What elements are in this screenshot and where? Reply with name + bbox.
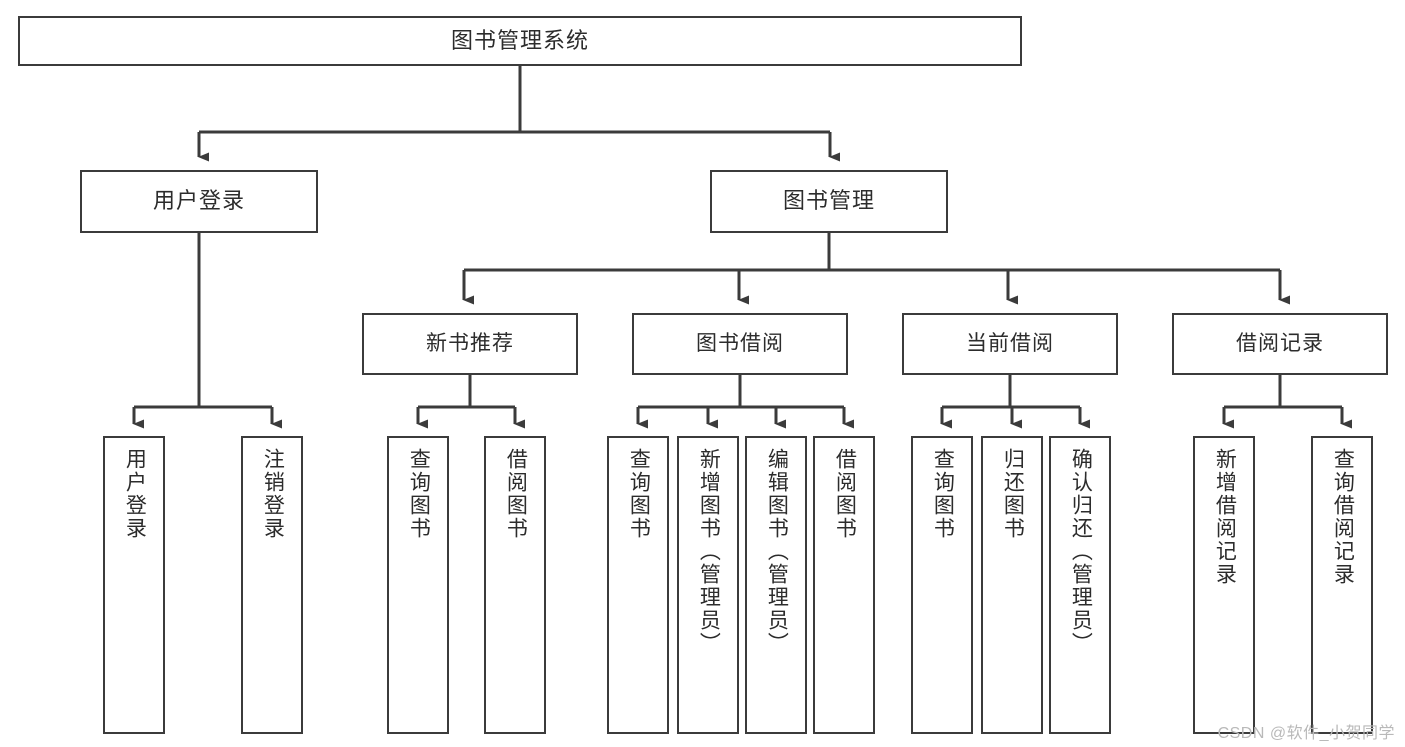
node-label: 借阅记录 — [1236, 331, 1324, 355]
node-label: 查询图书 — [931, 448, 955, 540]
leaf-borrow-book[interactable]: 借阅图书 — [813, 436, 875, 734]
node-label: 注销登录 — [261, 448, 285, 540]
node-book-management[interactable]: 图书管理 — [710, 170, 948, 233]
node-label: 用户登录 — [123, 448, 147, 540]
node-label: 图书管理 — [782, 188, 875, 214]
node-label: 借阅图书 — [833, 448, 857, 540]
node-book-borrow[interactable]: 图书借阅 — [632, 313, 848, 375]
node-label: 用户登录 — [152, 188, 245, 214]
leaf-add-borrow-record[interactable]: 新增借阅记录 — [1193, 436, 1255, 734]
node-label: 当前借阅 — [966, 331, 1054, 355]
node-label: 查询图书 — [407, 448, 431, 540]
node-label: 图书借阅 — [696, 331, 784, 355]
node-label: 归还图书 — [1001, 448, 1025, 540]
node-label: 新书推荐 — [426, 331, 514, 355]
leaf-borrow-book-newbook[interactable]: 借阅图书 — [484, 436, 546, 734]
node-label: 确认归还（管理员） — [1069, 448, 1093, 655]
node-label: 图书管理系统 — [450, 27, 589, 53]
node-label: 新增借阅记录 — [1213, 448, 1237, 586]
node-label: 查询图书 — [627, 448, 651, 540]
node-label: 查询借阅记录 — [1331, 448, 1355, 586]
node-label: 新增图书（管理员） — [697, 448, 721, 655]
node-current-borrow[interactable]: 当前借阅 — [902, 313, 1118, 375]
leaf-query-book-current[interactable]: 查询图书 — [911, 436, 973, 734]
leaf-return-book[interactable]: 归还图书 — [981, 436, 1043, 734]
leaf-user-login[interactable]: 用户登录 — [103, 436, 165, 734]
leaf-query-book-borrow[interactable]: 查询图书 — [607, 436, 669, 734]
node-root-system[interactable]: 图书管理系统 — [18, 16, 1022, 66]
leaf-query-borrow-record[interactable]: 查询借阅记录 — [1311, 436, 1373, 734]
leaf-add-book-admin[interactable]: 新增图书（管理员） — [677, 436, 739, 734]
node-new-book-recommend[interactable]: 新书推荐 — [362, 313, 578, 375]
node-borrow-records[interactable]: 借阅记录 — [1172, 313, 1388, 375]
leaf-logout[interactable]: 注销登录 — [241, 436, 303, 734]
node-user-login[interactable]: 用户登录 — [80, 170, 318, 233]
leaf-confirm-return-admin[interactable]: 确认归还（管理员） — [1049, 436, 1111, 734]
node-label: 借阅图书 — [504, 448, 528, 540]
leaf-query-book-newbook[interactable]: 查询图书 — [387, 436, 449, 734]
leaf-edit-book-admin[interactable]: 编辑图书（管理员） — [745, 436, 807, 734]
node-label: 编辑图书（管理员） — [765, 448, 789, 655]
